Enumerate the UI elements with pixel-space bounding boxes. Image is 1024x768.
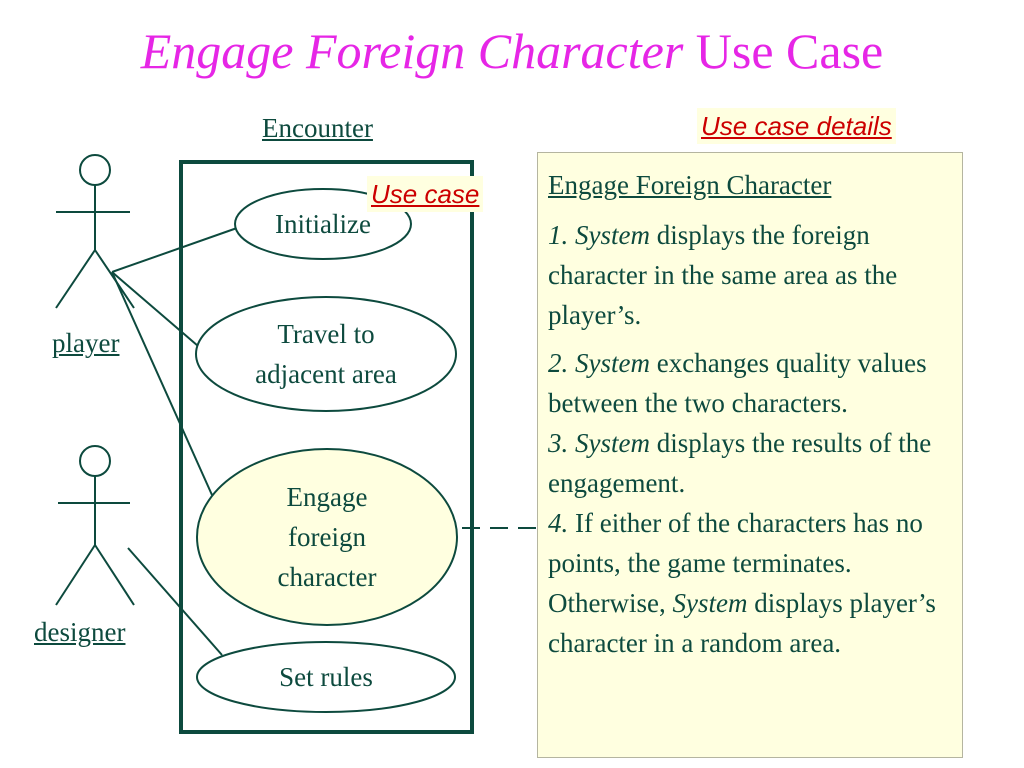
use-case-line: foreign (288, 522, 366, 552)
step-text: displays the foreign character in the sa… (548, 220, 898, 330)
system-name: Encounter (262, 113, 373, 143)
actor-player-name: player (52, 328, 120, 358)
details-step-1: 1. System displays the foreign character… (548, 215, 954, 335)
details-step-3: 3. System displays the results of the en… (548, 423, 954, 503)
step-actor: System (575, 220, 650, 250)
step-actor: System (672, 588, 748, 618)
details-step-2: 2. System exchanges quality values betwe… (548, 343, 954, 423)
use-case-set-rules-label: Set rules (197, 657, 455, 697)
details-step-4: 4. If either of the characters has no po… (548, 503, 954, 663)
step-number: 3. (548, 428, 569, 458)
step-number: 2. (548, 348, 569, 378)
use-case-line: adjacent area (255, 359, 397, 389)
use-case-line: Travel to (277, 319, 375, 349)
actor-player-figure (55, 154, 135, 309)
use-case-set-rules-oval (196, 641, 456, 713)
use-case-details-tag: Use case details (697, 108, 896, 144)
use-case-travel-oval (195, 296, 457, 412)
use-case-line: Set rules (279, 662, 373, 692)
step-text: If either of the characters has no point… (548, 508, 923, 618)
step-text: exchanges quality values between the two… (548, 348, 927, 418)
system-boundary (179, 160, 474, 734)
step-number: 1. (548, 220, 569, 250)
use-case-details-panel: Engage Foreign Character 1. System displ… (537, 152, 963, 758)
use-case-travel-label: Travel to adjacent area (196, 314, 456, 394)
use-case-initialize-label: Initialize (235, 204, 411, 244)
step-text: displays the results of the engagement. (548, 428, 932, 498)
step-actor: System (575, 428, 650, 458)
use-case-line: Initialize (275, 209, 371, 239)
title-regular-part: Use Case (695, 23, 884, 79)
association-player-initialize (111, 227, 238, 273)
actor-designer-figure (55, 445, 135, 606)
title-italic-part: Engage Foreign Character (140, 23, 684, 79)
use-case-line: character (277, 562, 377, 592)
use-case-engage-oval (196, 448, 458, 626)
association-player-engage (111, 271, 213, 496)
association-designer-set-rules (127, 547, 223, 656)
use-case-engage-label: Engage foreign character (197, 477, 457, 597)
association-player-travel (111, 271, 206, 353)
details-heading: Engage Foreign Character (548, 170, 832, 200)
step-actor: System (575, 348, 650, 378)
step-number: 4. (548, 508, 569, 538)
actor-designer-name: designer (34, 617, 126, 647)
use-case-tag: Use case (367, 176, 484, 212)
step-text: displays player’s character in a random … (548, 588, 936, 658)
use-case-line: Engage (286, 482, 368, 512)
page-title: Engage Foreign Character Use Case (0, 22, 1024, 80)
